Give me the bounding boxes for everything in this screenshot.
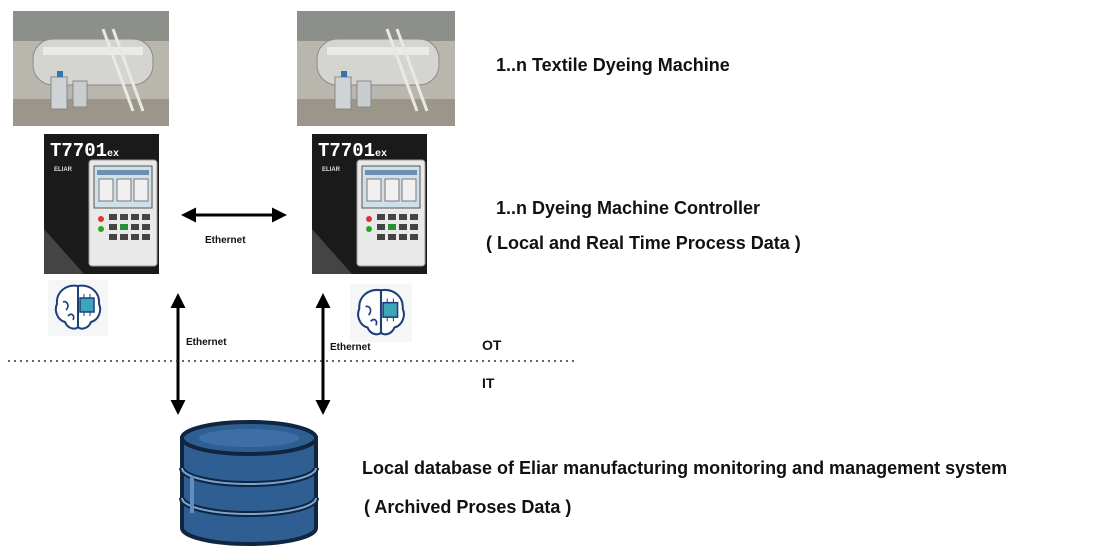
ot-label: OT	[482, 337, 502, 353]
controller-2-model: T7701ex	[318, 140, 388, 162]
controller-label: 1..n Dyeing Machine Controller	[496, 198, 761, 218]
brain-chip-icon	[350, 284, 412, 342]
machine-photo-2	[297, 11, 455, 126]
controller-sublabel: ( Local and Real Time Process Data )	[486, 233, 801, 253]
controller-device-1: T7701ex ELIAR	[44, 134, 159, 274]
ethernet-label-horizontal: Ethernet	[205, 235, 246, 246]
controller-1-model: T7701ex	[50, 140, 120, 162]
brain-chip-icon	[48, 280, 108, 336]
database-cylinder-icon	[178, 418, 320, 548]
controller-device-2: T7701ex ELIAR	[312, 134, 427, 274]
machine-label: 1..n Textile Dyeing Machine	[496, 55, 730, 75]
ethernet-label-vertical-1: Ethernet	[186, 337, 227, 348]
ethernet-label-vertical-2: Ethernet	[330, 342, 371, 353]
database-label: Local database of Eliar manufacturing mo…	[362, 458, 1008, 478]
controller-2-brand: ELIAR	[322, 167, 340, 173]
controller-1-brand: ELIAR	[54, 167, 72, 173]
it-label: IT	[482, 375, 495, 391]
machine-photo-1	[13, 11, 169, 126]
database-sublabel: ( Archived Proses Data )	[364, 497, 572, 517]
